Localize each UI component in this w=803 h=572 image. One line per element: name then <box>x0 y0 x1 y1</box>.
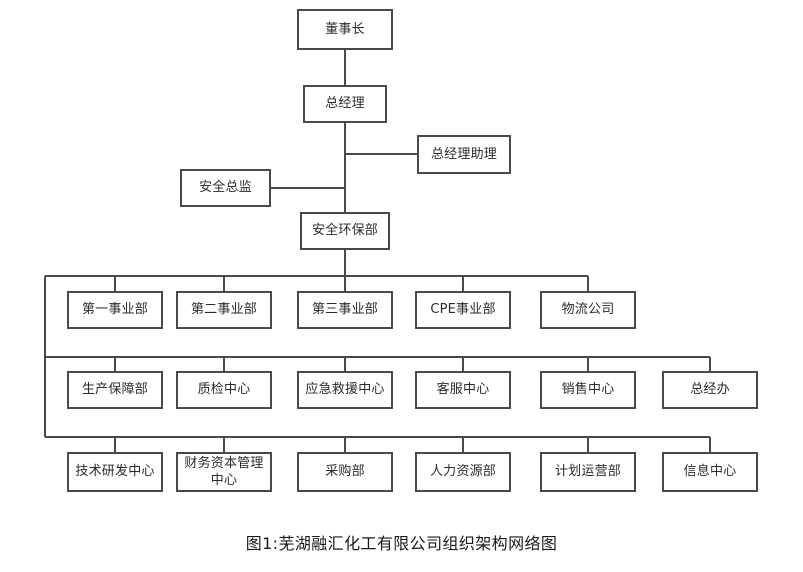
figure-caption: 图1:芜湖融汇化工有限公司组织架构网络图 <box>245 534 558 553</box>
node-chairman[interactable]: 董事长 <box>297 9 393 50</box>
node-production-support-dept[interactable]: 生产保障部 <box>67 371 163 409</box>
node-rnd-center[interactable]: 技术研发中心 <box>67 452 163 492</box>
node-general-manager[interactable]: 总经理 <box>303 85 387 123</box>
node-hr-dept[interactable]: 人力资源部 <box>415 452 511 492</box>
node-sales-center[interactable]: 销售中心 <box>540 371 636 409</box>
node-division-2[interactable]: 第二事业部 <box>176 291 272 329</box>
connector-lines <box>44 50 711 452</box>
node-safety-environment-dept[interactable]: 安全环保部 <box>300 212 390 250</box>
node-information-center[interactable]: 信息中心 <box>662 452 758 492</box>
node-gm-assistant[interactable]: 总经理助理 <box>417 135 511 174</box>
node-logistics-company[interactable]: 物流公司 <box>540 291 636 329</box>
node-division-1[interactable]: 第一事业部 <box>67 291 163 329</box>
node-gm-office[interactable]: 总经办 <box>662 371 758 409</box>
node-safety-director[interactable]: 安全总监 <box>180 169 271 207</box>
node-division-3[interactable]: 第三事业部 <box>297 291 393 329</box>
org-chart-canvas: 董事长 总经理 总经理助理 安全总监 安全环保部 第一事业部 第二事业部 第三事… <box>44 9 758 492</box>
node-division-cpe[interactable]: CPE事业部 <box>415 291 511 329</box>
node-quality-inspection-center[interactable]: 质检中心 <box>176 371 272 409</box>
node-emergency-rescue-center[interactable]: 应急救援中心 <box>297 371 393 409</box>
node-planning-operations-dept[interactable]: 计划运营部 <box>540 452 636 492</box>
node-finance-capital-management-center[interactable]: 财务资本管理中心 <box>176 452 272 492</box>
node-customer-service-center[interactable]: 客服中心 <box>415 371 511 409</box>
node-procurement-dept[interactable]: 采购部 <box>297 452 393 492</box>
